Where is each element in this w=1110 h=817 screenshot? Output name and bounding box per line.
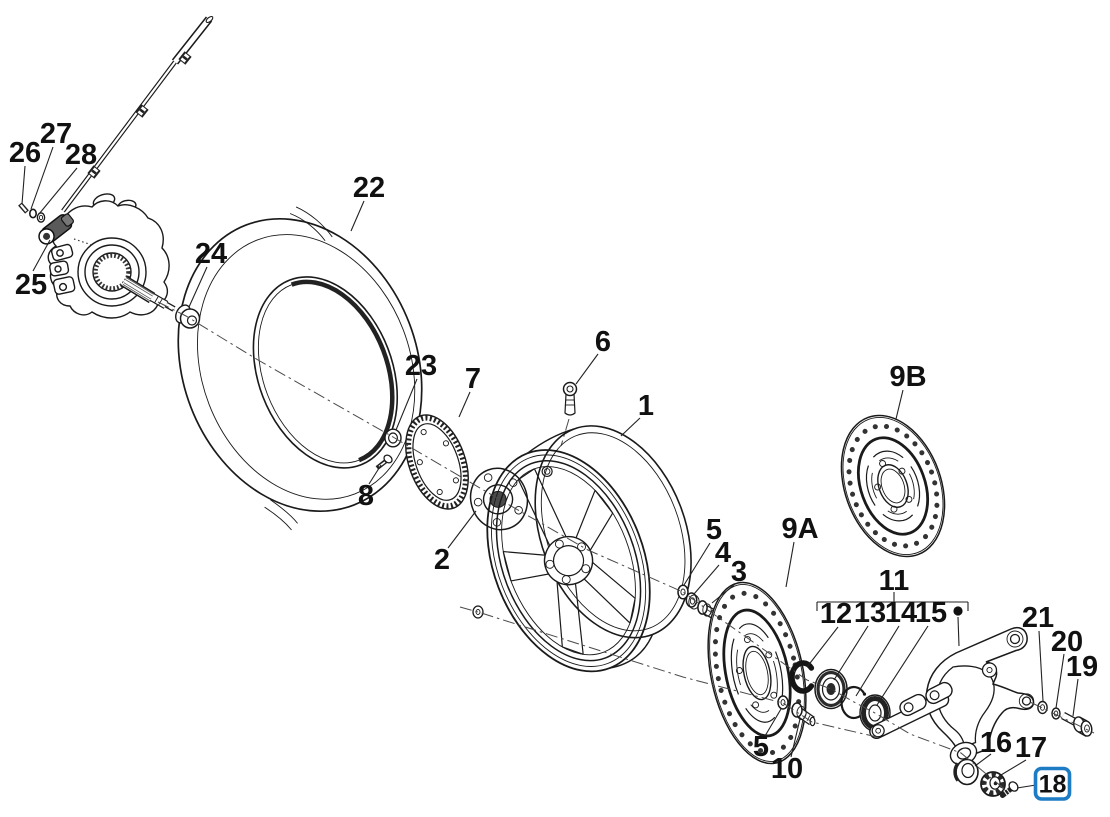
part-label-2: 2 — [434, 544, 450, 576]
cable-ferrule — [178, 51, 192, 65]
bolt-19 — [1061, 711, 1093, 737]
leader-lines — [21, 146, 1079, 789]
part-label-7: 7 — [465, 363, 481, 395]
part-label-14: 14 — [885, 597, 917, 629]
abs-tone-ring — [405, 414, 469, 510]
part-label-3: 3 — [731, 556, 747, 588]
brake-disc-9b — [840, 414, 946, 558]
part-label-27: 27 — [40, 118, 72, 150]
bushing-16 — [953, 758, 979, 786]
cap-nut-17 — [980, 771, 1006, 797]
part-label-13: 13 — [854, 597, 886, 629]
part-label-4: 4 — [715, 537, 731, 569]
part-label-28: 28 — [65, 139, 97, 171]
nut-23 — [384, 428, 402, 448]
pin-26 — [18, 202, 29, 214]
cable-ferrule — [87, 165, 101, 179]
tire — [177, 206, 423, 531]
small-washer — [472, 605, 484, 619]
part-label-5-upper: 5 — [706, 514, 722, 546]
washer-28 — [36, 212, 46, 223]
washer-21 — [1037, 700, 1048, 715]
part-label-9b: 9B — [889, 361, 926, 393]
part-label-12: 12 — [820, 598, 852, 630]
washer-27 — [28, 208, 37, 219]
part-label-24: 24 — [195, 238, 227, 270]
bracket-lug — [925, 681, 953, 705]
wheel-rim — [486, 425, 692, 673]
part-label-22: 22 — [353, 172, 385, 204]
wheel-spokes — [502, 468, 636, 655]
caliper-bracket — [869, 626, 1035, 766]
part-label-26: 26 — [9, 137, 41, 169]
washer-5-upper — [677, 584, 689, 600]
part-label-18: 18 — [1039, 771, 1067, 799]
part-label-6: 6 — [595, 326, 611, 358]
screw-18 — [1000, 781, 1019, 798]
part-label-16: 16 — [980, 727, 1012, 759]
part-label-17: 17 — [1015, 732, 1047, 764]
part-labels: 26 27 28 25 24 22 23 7 8 2 6 1 5 4 3 9A … — [9, 118, 1098, 785]
part-label-9a: 9A — [781, 513, 818, 545]
axle-shaft — [120, 275, 185, 315]
sensor-cable-rod — [61, 15, 214, 213]
valve-6 — [560, 381, 578, 447]
part-label-10: 10 — [771, 753, 803, 785]
callout-dot — [953, 606, 963, 616]
final-drive-unit — [47, 193, 185, 319]
part-label-21: 21 — [1022, 602, 1054, 634]
part-label-23: 23 — [405, 350, 437, 382]
washer-20 — [1051, 707, 1061, 720]
axis-centerlines — [157, 301, 1095, 793]
part-label-1: 1 — [638, 390, 654, 422]
part-label-25: 25 — [15, 269, 47, 301]
part-label-11: 11 — [879, 565, 910, 597]
circlip-12 — [789, 660, 815, 694]
cable-ferrule — [135, 104, 149, 118]
part-label-8: 8 — [358, 480, 374, 512]
speed-sensor — [38, 213, 74, 245]
bearing-13 — [814, 668, 848, 710]
washer-5-lower — [777, 695, 789, 710]
part-label-5-lower: 5 — [753, 731, 769, 763]
part-label-19: 19 — [1066, 651, 1098, 683]
highlighted-part-label-box[interactable]: 18 — [1033, 766, 1072, 801]
bracket-lug — [899, 693, 927, 717]
part-label-20: 20 — [1051, 626, 1083, 658]
highlight-border[interactable] — [1033, 766, 1072, 801]
part-label-15: 15 — [915, 597, 947, 629]
bolt-10 — [791, 702, 816, 727]
